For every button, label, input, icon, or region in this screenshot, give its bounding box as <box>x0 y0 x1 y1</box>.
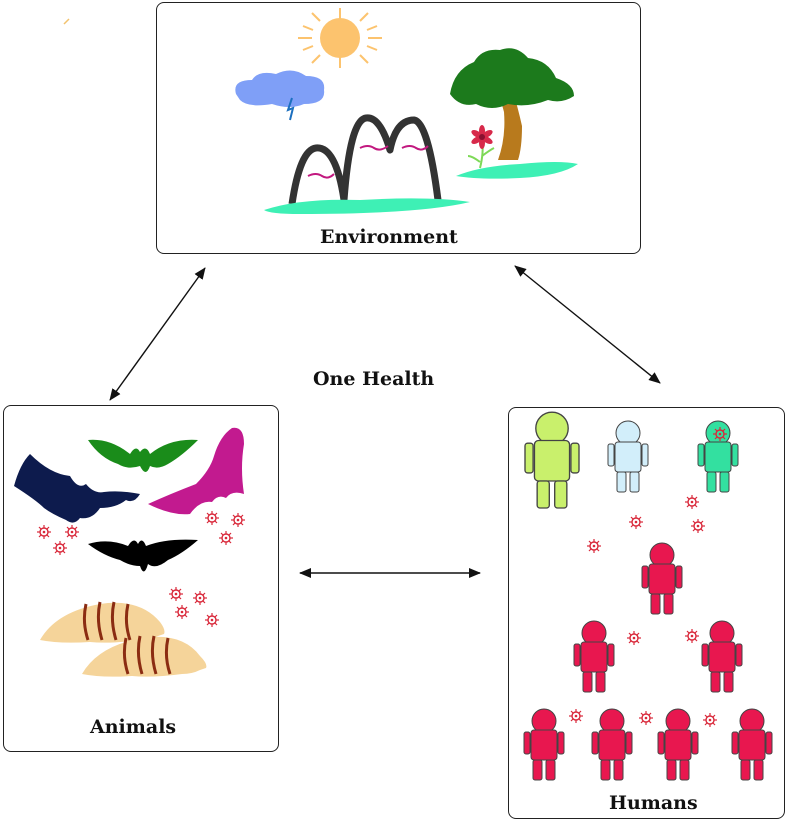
person-icon <box>523 542 773 781</box>
edge-environment-humans <box>514 265 661 384</box>
person-icon <box>697 420 739 493</box>
lightning-icon <box>286 97 295 121</box>
bat-icon <box>148 427 244 515</box>
armadillo-icon <box>82 635 207 677</box>
person-icon <box>524 411 580 509</box>
bat-icon <box>88 539 198 572</box>
humans-label: Humans <box>609 792 698 814</box>
cloud-icon <box>235 70 325 107</box>
bat-icon <box>88 439 198 472</box>
diagram-title: One Health <box>313 368 435 390</box>
flower-icon <box>467 125 495 169</box>
person-icon <box>607 420 649 493</box>
tree-icon <box>450 48 578 179</box>
animals-label: Animals <box>90 716 177 738</box>
armadillo-icon <box>40 601 165 643</box>
edge-environment-animals <box>109 267 206 401</box>
mountains-icon <box>264 114 470 214</box>
bat-icon <box>14 454 140 523</box>
sun-icon <box>298 8 382 68</box>
environment-label: Environment <box>320 226 458 248</box>
